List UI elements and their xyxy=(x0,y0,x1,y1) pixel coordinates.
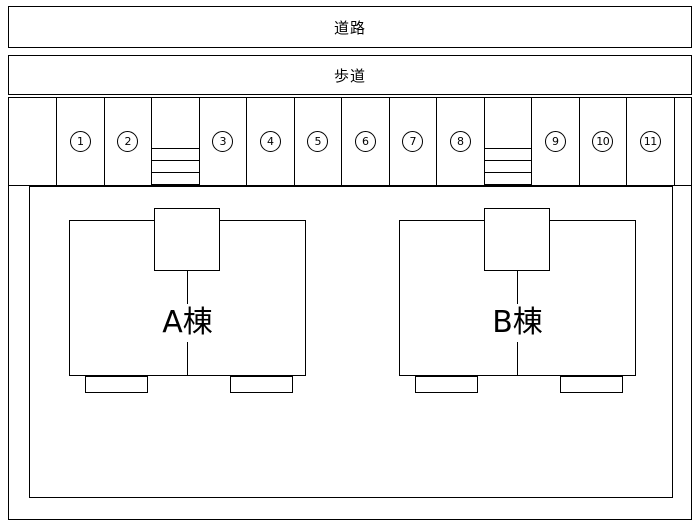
stall-number-circled: 8 xyxy=(449,131,471,152)
parking-right-margin xyxy=(675,98,692,185)
parking-stall-8: 8 xyxy=(437,98,485,185)
stairs-hatch-icon xyxy=(484,148,531,185)
stall-number-circled: 4 xyxy=(259,131,281,152)
stall-number-circled: 10 xyxy=(592,131,614,152)
stairs-hatch-icon xyxy=(152,148,199,185)
stall-number-circled: 5 xyxy=(307,131,329,152)
parking-stall-1: 1 xyxy=(57,98,105,185)
parking-row: 1 2 3 4 5 6 7 8 xyxy=(9,98,691,186)
parking-stall-6: 6 xyxy=(342,98,390,185)
building-b-foot-right xyxy=(560,376,623,393)
parking-stall-10: 10 xyxy=(580,98,627,185)
parking-stall-3: 3 xyxy=(200,98,247,185)
stairs-cell-right xyxy=(484,98,532,185)
road-band: 道路 xyxy=(8,6,692,48)
building-a-entrance-block xyxy=(154,208,220,271)
building-b-foot-left xyxy=(415,376,478,393)
stall-number-circled: 7 xyxy=(402,131,424,152)
building-b: B棟 xyxy=(399,208,636,408)
property-lot: 1 2 3 4 5 6 7 8 xyxy=(8,97,692,520)
building-a: A棟 xyxy=(69,208,306,408)
stairs-cell-left xyxy=(152,98,200,185)
parking-stall-5: 5 xyxy=(295,98,342,185)
road-label: 道路 xyxy=(333,18,366,37)
parking-stall-9: 9 xyxy=(532,98,580,185)
stall-number-circled: 9 xyxy=(544,131,566,152)
parking-stall-11: 11 xyxy=(627,98,675,185)
parking-stall-4: 4 xyxy=(247,98,295,185)
stall-number-circled: 3 xyxy=(212,131,234,152)
stall-number-circled: 11 xyxy=(639,131,661,152)
parking-left-margin xyxy=(9,98,57,185)
stall-number-circled: 1 xyxy=(69,131,91,152)
building-a-foot-right xyxy=(230,376,293,393)
stall-number-circled: 2 xyxy=(117,131,139,152)
building-b-entrance-block xyxy=(484,208,550,271)
building-a-label: A棟 xyxy=(156,304,219,342)
sidewalk-band: 歩道 xyxy=(8,55,692,95)
building-b-label: B棟 xyxy=(486,304,549,342)
parking-stall-2: 2 xyxy=(105,98,152,185)
parking-stall-7: 7 xyxy=(390,98,437,185)
sidewalk-label: 歩道 xyxy=(333,66,366,85)
building-a-foot-left xyxy=(85,376,148,393)
stall-number-circled: 6 xyxy=(354,131,376,152)
